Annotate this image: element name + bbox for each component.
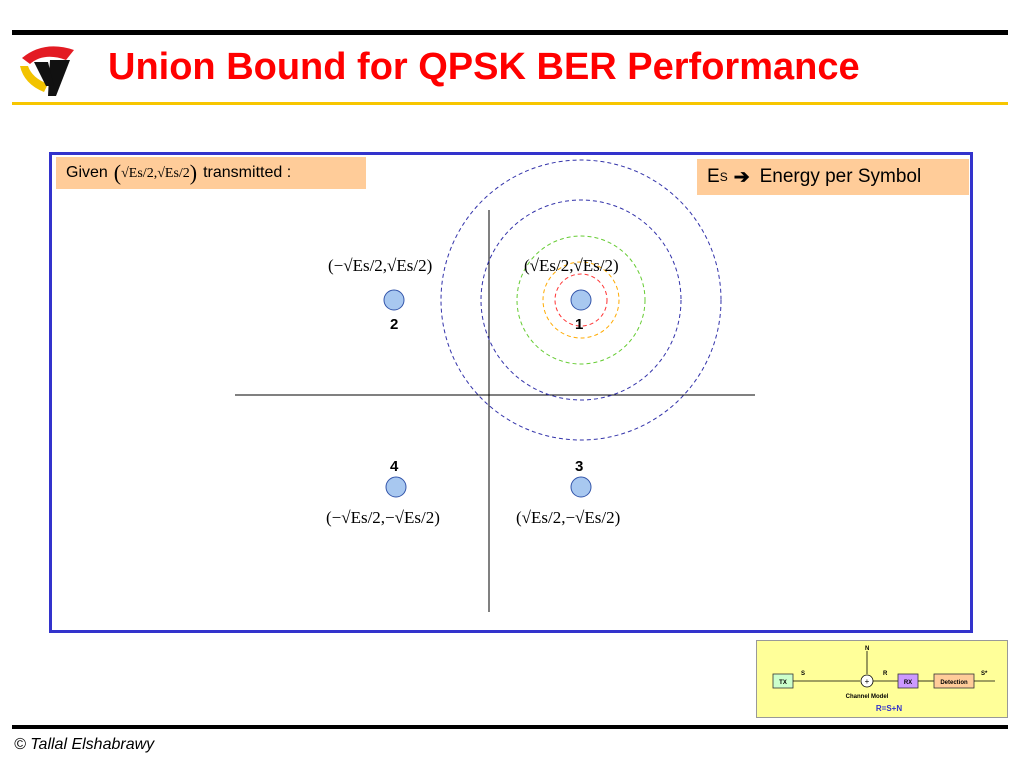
s-label: S xyxy=(801,671,805,677)
distance-circle-orange xyxy=(542,261,620,339)
point-coords-4: (−√Es/2,−√Es/2) xyxy=(326,508,440,528)
point-label-3: 3 xyxy=(575,458,584,475)
n-label: N xyxy=(865,646,869,652)
point-label-1: 1 xyxy=(575,316,584,333)
copyright-footer: © Tallal Elshabrawy xyxy=(14,736,155,753)
tx-label: TX xyxy=(779,680,787,686)
point-coords-3: (√Es/2,−√Es/2) xyxy=(516,508,620,528)
title-underline xyxy=(12,102,1008,105)
distance-circle-medium xyxy=(480,199,682,401)
given-transmitted-box: Given (√Es/2,√Es/2) transmitted : xyxy=(56,157,366,189)
detection-label: Detection xyxy=(940,680,968,686)
given-prefix: Given xyxy=(66,164,108,181)
distance-circle-large xyxy=(440,159,722,441)
es-subscript: S xyxy=(719,170,728,184)
diagram-frame xyxy=(49,152,973,633)
s-hat-label: S* xyxy=(981,671,988,677)
top-rule xyxy=(12,30,1008,35)
distance-circle-red xyxy=(554,273,608,327)
channel-model-svg: TX S + N R RX Detection S* Channel Model… xyxy=(772,646,995,713)
given-expression: (√Es/2,√Es/2) xyxy=(113,160,198,185)
university-logo-icon xyxy=(20,46,74,96)
arrow-right-icon: ➔ xyxy=(733,166,750,188)
distance-circle-green xyxy=(516,235,646,365)
bottom-rule xyxy=(12,725,1008,729)
adder-plus: + xyxy=(865,677,870,686)
constellation-point-1 xyxy=(570,289,592,311)
constellation-point-3 xyxy=(570,476,592,498)
channel-equation: R=S+N xyxy=(876,704,902,713)
channel-model-diagram: TX S + N R RX Detection S* Channel Model… xyxy=(756,640,1008,718)
r-label: R xyxy=(883,671,888,677)
given-expr-y: √Es/2 xyxy=(157,166,190,181)
es-description: Energy per Symbol xyxy=(759,166,922,187)
point-coords-1: (√Es/2,√Es/2) xyxy=(524,256,619,276)
channel-model-caption: Channel Model xyxy=(846,694,889,700)
given-suffix: transmitted : xyxy=(203,164,292,181)
slide-title: Union Bound for QPSK BER Performance xyxy=(108,46,860,88)
rx-label: RX xyxy=(904,680,912,686)
given-expr-x: √Es/2 xyxy=(121,166,154,181)
coord-text-2: (−√Es/2,√Es/2) xyxy=(328,256,433,275)
coord-text-3: (√Es/2,−√Es/2) xyxy=(516,508,621,527)
point-label-2: 2 xyxy=(390,316,399,333)
es-symbol: E xyxy=(707,166,720,187)
coord-text-4: (−√Es/2,−√Es/2) xyxy=(326,508,440,527)
constellation-point-4 xyxy=(385,476,407,498)
point-coords-2: (−√Es/2,√Es/2) xyxy=(328,256,432,276)
coord-text-1: (√Es/2,√Es/2) xyxy=(524,256,619,275)
point-label-4: 4 xyxy=(390,458,399,475)
constellation-point-2 xyxy=(383,289,405,311)
